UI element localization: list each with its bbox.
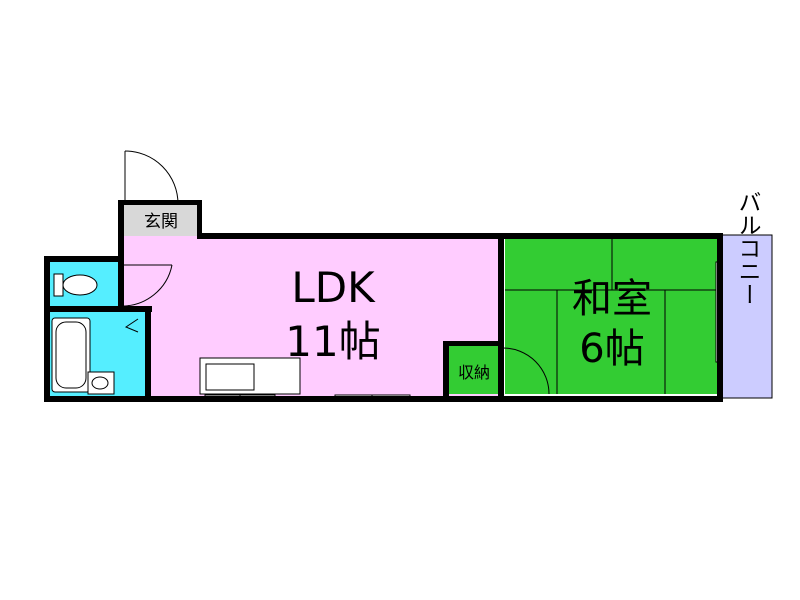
shuno-label: 収納 — [458, 363, 490, 382]
toilet-door — [120, 264, 173, 307]
tatami-lines — [505, 238, 719, 394]
entrance-door — [124, 150, 179, 205]
shuno-closet — [448, 346, 500, 394]
basin-icon — [87, 371, 115, 395]
kitchen-counter — [199, 357, 301, 395]
washitsu-name-label: 和室 — [572, 276, 652, 322]
washitsu-size-label: 6帖 — [579, 326, 644, 372]
toilet-icon — [53, 273, 98, 297]
bathtub-icon — [51, 317, 91, 393]
genkan-label: 玄関 — [144, 212, 178, 232]
ldk-size-label: 11帖 — [285, 317, 380, 366]
walls — [44, 200, 723, 402]
genkan-area — [123, 204, 199, 236]
balcony-area — [721, 234, 773, 399]
ldk-extension — [118, 236, 158, 308]
bath-door — [124, 318, 139, 333]
balcony-label: バルコニー — [734, 191, 761, 306]
ldk-name-label: LDK — [291, 263, 376, 312]
